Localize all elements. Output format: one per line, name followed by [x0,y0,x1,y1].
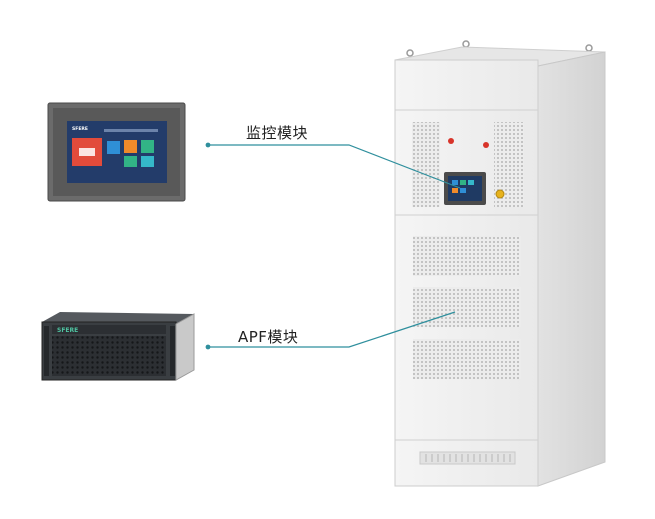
cabinet-display [444,172,486,205]
upper-vent-left [412,122,440,207]
indicator-light-icon [483,142,489,148]
monitor-panel-image: SFERE [47,102,186,202]
monitor-leader-dot-icon [205,142,211,148]
monitor-leader-line [208,144,461,189]
apf-module-label: APF模块 [238,328,299,346]
apf-logo: SFERE [57,327,78,334]
apf-leader-dot-icon [205,344,211,350]
hmi-logo: SFERE [72,126,88,132]
lower-vent-1 [413,236,521,276]
apf-cabinet [394,40,606,487]
apf-leader-line [208,311,456,348]
emergency-button-icon [495,189,505,199]
lower-vent-3 [413,339,521,379]
cabinet-side [537,51,606,487]
indicator-light-icon [448,138,454,144]
apf-module-image: SFERE [41,312,195,381]
monitor-module-label: 监控模块 [246,124,309,142]
leader-lines [208,144,461,348]
